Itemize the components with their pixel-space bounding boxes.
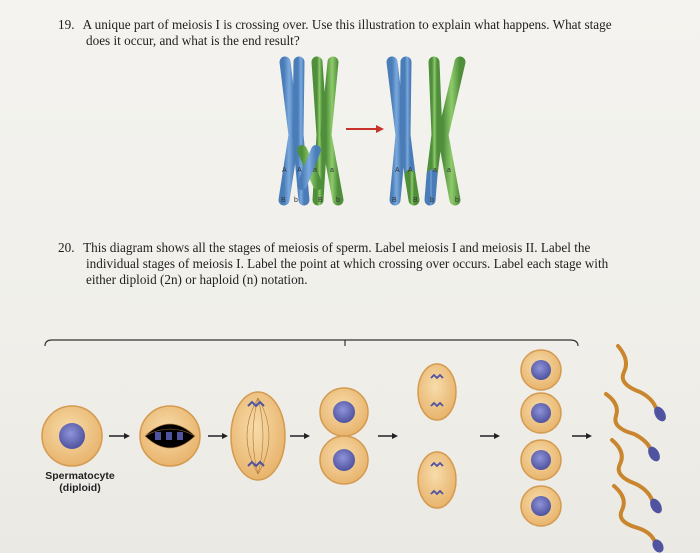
arrow: [480, 433, 500, 439]
allele-label: a: [447, 167, 451, 174]
labeling-bracket: [44, 339, 579, 347]
metaphase-cell: [139, 405, 201, 467]
spermatocyte-label: Spermatocyte (diploid): [40, 470, 120, 494]
allele-label: b: [336, 197, 340, 204]
green-chromatid-2: [320, 56, 344, 206]
allele-label: b: [294, 197, 298, 204]
anaphase-cell: [230, 391, 286, 481]
question-20-line-1: This diagram shows all the stages of mei…: [83, 240, 591, 255]
blue-chromatid-4: [399, 56, 416, 181]
transition-arrow: [346, 125, 384, 133]
allele-label: A: [297, 167, 302, 174]
allele-label: b: [455, 197, 459, 204]
spermatocyte-label-line1: Spermatocyte: [45, 470, 115, 482]
allele-label: a: [330, 167, 334, 174]
four-haploid-cells: [520, 349, 562, 527]
green-chromatid-4: [437, 56, 466, 206]
meiosis-ii-cells: [417, 363, 457, 509]
allele-label: a: [433, 167, 437, 174]
allele-label: B: [281, 197, 286, 204]
allele-label: a: [313, 167, 317, 174]
question-20-line-3: either diploid (2n) or haploid (n) notat…: [86, 272, 308, 287]
swapped-green-tip: [404, 169, 420, 206]
allele-label: A: [408, 167, 413, 174]
allele-label: B: [392, 197, 397, 204]
sperm-cells: [604, 344, 658, 542]
question-19-line-2: does it occur, and what is the end resul…: [86, 33, 300, 48]
allele-label: A: [395, 167, 400, 174]
chromosome-pair-before: [278, 56, 344, 206]
question-number: 20.: [58, 240, 75, 255]
question-19: 19. A unique part of meiosis I is crossi…: [58, 17, 668, 49]
sperm-heads: [648, 406, 666, 553]
allele-label: A: [282, 167, 287, 174]
arrow: [208, 433, 228, 439]
allele-label: b: [430, 197, 434, 204]
question-19-line-1: A unique part of meiosis I is crossing o…: [82, 17, 612, 32]
spermatocyte-cell: [41, 405, 103, 467]
arrow: [290, 433, 310, 439]
arrow: [572, 433, 592, 439]
crossing-segment-blue: [297, 145, 321, 190]
allele-label: B: [318, 197, 323, 204]
question-20-line-2: individual stages of meiosis I. Label th…: [86, 256, 609, 271]
question-number: 19.: [58, 17, 75, 32]
chromosome-pair-after: [386, 56, 466, 206]
swapped-blue-tip: [424, 169, 438, 206]
telophase-cell: [319, 387, 369, 485]
allele-labels-after: A A a a B B b b: [392, 167, 459, 204]
question-20: 20. This diagram shows all the stages of…: [58, 240, 668, 288]
allele-label: B: [413, 197, 418, 204]
spermatocyte-label-line2: (diploid): [59, 482, 101, 494]
arrow: [109, 433, 130, 439]
arrow: [378, 433, 398, 439]
green-chromatid-3: [426, 56, 443, 181]
allele-labels-before: A A a a B b B b: [281, 167, 340, 204]
